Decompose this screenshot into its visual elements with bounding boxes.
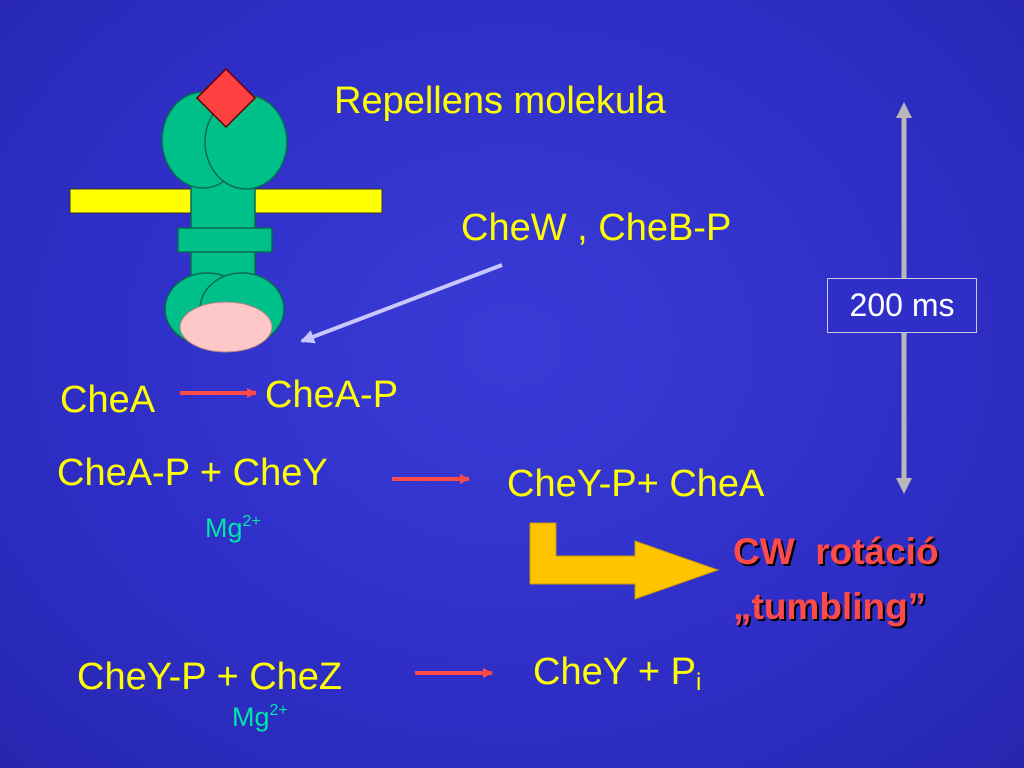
slide-title: Repellens molekula <box>334 80 666 122</box>
reaction1-product: CheA-P <box>265 374 399 416</box>
signal-arrow <box>300 263 503 344</box>
repellent-ligand <box>195 67 257 129</box>
cofactor-charge: 2+ <box>242 513 261 530</box>
reaction3-reactants: CheY-P + CheZ <box>77 656 343 698</box>
chea-domain <box>179 301 273 353</box>
outcome-line2: „tumbling” <box>733 586 927 627</box>
reaction3-product-main: CheY + P <box>533 651 697 693</box>
cofactor-charge: 2+ <box>269 702 288 719</box>
reaction3-products: CheY + Pi <box>533 653 701 695</box>
reaction1-reactant: CheA <box>60 379 156 421</box>
reaction2-cofactor: Mg2+ <box>205 514 261 542</box>
signal-label: CheW , CheB-P <box>461 207 732 249</box>
cofactor-symbol: Mg <box>205 513 243 543</box>
timescale-arrow <box>896 102 912 494</box>
outcome-line1: CW rotáció <box>733 531 939 572</box>
reaction2-products: CheY-P+ CheA <box>507 463 765 505</box>
cofactor-symbol: Mg <box>232 702 270 732</box>
reaction3-cofactor: Mg2+ <box>232 703 288 731</box>
timescale-label: 200 ms <box>827 278 977 333</box>
outcome-arrow <box>529 522 720 600</box>
reaction3-product-subscript: i <box>696 669 702 696</box>
reaction2-reactants: CheA-P + CheY <box>57 452 328 494</box>
